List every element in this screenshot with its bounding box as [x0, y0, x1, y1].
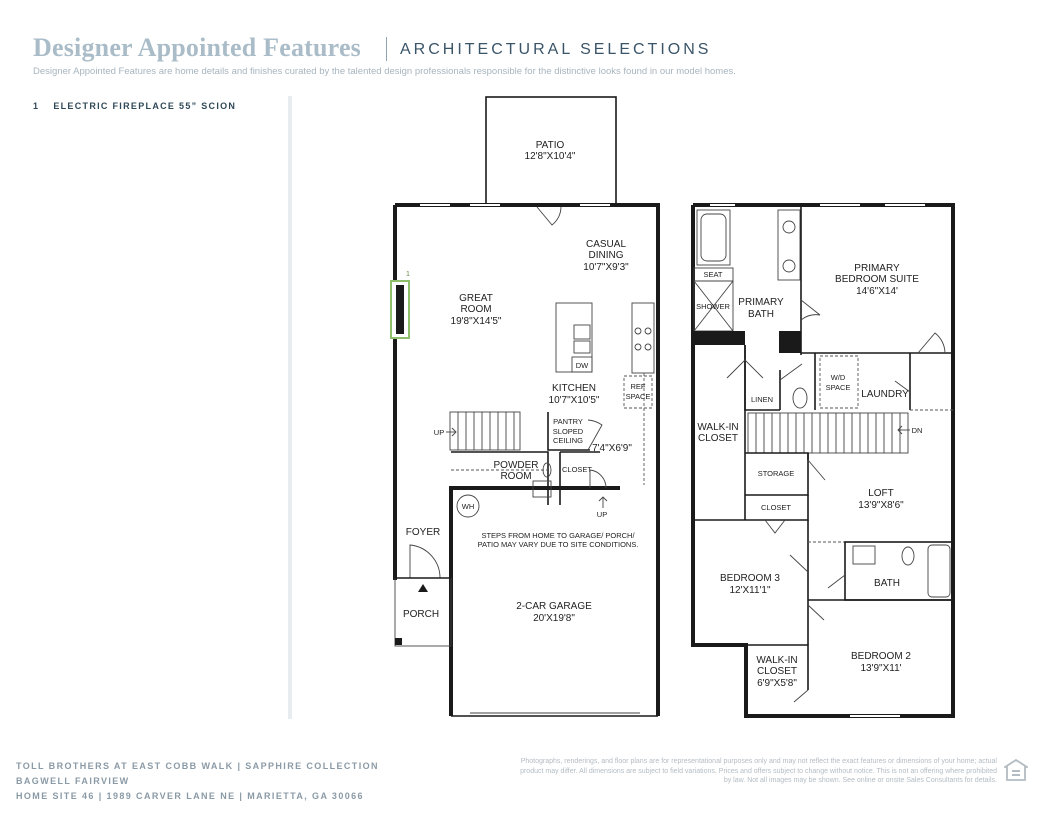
toilet-icon: [542, 462, 552, 478]
room-dims-walkin-closet-b: 6'9"X5'8": [757, 678, 797, 689]
title-divider: [386, 37, 387, 61]
room-label-great-room: GREAT: [459, 293, 493, 304]
footer-line-2: BAGWELL FAIRVIEW: [16, 776, 130, 786]
room-label-bedroom-3: BEDROOM 3: [720, 573, 780, 584]
page-description: Designer Appointed Features are home det…: [33, 66, 736, 77]
seat-label: SEAT: [703, 270, 722, 279]
garage-up-label: UP: [597, 510, 607, 519]
room-label-casual-dining: CASUAL: [586, 239, 626, 250]
second-floor: [691, 203, 955, 718]
room-label-patio: PATIO: [536, 140, 565, 151]
powder-room-walls: [451, 451, 549, 505]
room-label-porch: PORCH: [403, 609, 439, 620]
wd-space-label-2: SPACE: [826, 383, 851, 392]
ref-space-label-2: SPACE: [626, 392, 651, 401]
stairs-up-label: UP: [434, 428, 444, 437]
room-label-casual-dining-2: DINING: [589, 250, 624, 261]
room-label-walkin-closet-b-2: CLOSET: [757, 666, 797, 677]
footer-disclaimer: Photographs, renderings, and floor plans…: [520, 758, 997, 784]
page-subtitle: ARCHITECTURAL SELECTIONS: [400, 41, 712, 58]
bath-outline: [844, 541, 954, 601]
room-label-bedroom-2: BEDROOM 2: [851, 651, 911, 662]
pantry-walls: [547, 412, 590, 451]
second-floor-outer-walls: [691, 203, 955, 718]
equal-housing-icon: [1004, 759, 1028, 781]
bathtub-icon: [696, 209, 731, 266]
room-dims-bedroom-2: 13'9"X11': [860, 663, 901, 674]
shower-label: SHOWER: [696, 302, 730, 311]
sink-icon: [532, 480, 552, 498]
panel-divider: [288, 96, 292, 719]
room-label-primary-bath-2: BATH: [748, 309, 774, 320]
room-label-primary-bath: PRIMARY: [738, 297, 784, 308]
room-dims-casual-dining: 10'7"X9'3": [583, 262, 629, 273]
page-title: Designer Appointed Features: [33, 33, 362, 62]
entry-arrow-icon: [418, 584, 428, 592]
room-dims-loft: 13'9"X8'6": [858, 500, 904, 511]
dishwasher-label: DW: [576, 361, 589, 370]
water-heater-icon: [456, 494, 480, 518]
stairs-first-floor: [446, 411, 521, 451]
garage-note-2: PATIO MAY VARY DUE TO SITE CONDITIONS.: [478, 540, 639, 549]
room-label-kitchen: KITCHEN: [552, 383, 596, 394]
garage-note: STEPS FROM HOME TO GARAGE/ PORCH/: [481, 531, 635, 540]
footer-line-3: HOME SITE 46 | 1989 CARVER LANE NE | MAR…: [16, 791, 364, 801]
storage-label: STORAGE: [758, 469, 795, 478]
pantry-label-3: CEILING: [553, 436, 583, 445]
room-label-walkin-closet-2: CLOSET: [698, 433, 738, 444]
room-dims-kitchen: 10'7"X10'5": [549, 395, 600, 406]
room-label-bath: BATH: [874, 578, 900, 589]
room-label-primary-suite: PRIMARY: [854, 263, 900, 274]
pantry-dims: 7'4"X6'9": [592, 443, 632, 454]
foyer-door-icon: [409, 544, 441, 579]
room-label-great-room-2: ROOM: [460, 304, 491, 315]
vanity-icon: [777, 209, 801, 281]
patio-door-icon: [536, 206, 562, 226]
feature-number: 1: [33, 101, 40, 111]
room-label-powder-room: POWDER: [494, 460, 539, 471]
room-dims-great-room: 19'8"X14'5": [451, 316, 502, 327]
room-label-loft: LOFT: [868, 488, 894, 499]
room-label-walkin-closet-b: WALK-IN: [756, 655, 797, 666]
fireplace-marker: 1: [406, 269, 410, 278]
room-label-closet: CLOSET: [562, 465, 592, 474]
room-label-garage: 2-CAR GARAGE: [516, 601, 592, 612]
pantry-label: PANTRY: [553, 417, 583, 426]
room-dims-patio: 12'8"X10'4": [525, 151, 576, 162]
toilet-icon-2: [792, 387, 808, 409]
room-label-walkin-closet: WALK-IN: [697, 422, 738, 433]
fireplace-icon: [396, 285, 404, 334]
room-dims-garage: 20'X19'8": [533, 613, 575, 624]
wd-space: [819, 355, 859, 409]
footer-line-1: TOLL BROTHERS AT EAST COBB WALK | SAPPHI…: [16, 761, 379, 771]
linen-label: LINEN: [751, 395, 773, 404]
pantry-label-2: SLOPED: [553, 427, 584, 436]
closet-label-2: CLOSET: [761, 503, 791, 512]
stairs-down-label: DN: [912, 426, 923, 435]
room-label-laundry: LAUNDRY: [861, 389, 909, 400]
room-label-foyer: FOYER: [406, 527, 440, 538]
water-heater-label: WH: [462, 502, 475, 511]
footer-community-info: TOLL BROTHERS AT EAST COBB WALK | SAPPHI…: [16, 759, 379, 804]
feature-item[interactable]: 1 ELECTRIC FIREPLACE 55” SCION: [33, 101, 250, 111]
first-floor: 1: [390, 96, 660, 717]
room-label-powder-room-2: ROOM: [500, 471, 531, 482]
room-dims-bedroom-3: 12'X11'1": [729, 585, 771, 596]
ref-space-label: REF: [631, 382, 646, 391]
kitchen-counter: [631, 302, 655, 374]
room-dims-primary-suite: 14'6"X14': [856, 286, 898, 297]
room-label-primary-suite-2: BEDROOM SUITE: [835, 274, 919, 285]
wd-space-label: W/D: [831, 373, 846, 382]
stairs-second-floor: [747, 409, 953, 454]
feature-label: ELECTRIC FIREPLACE 55” SCION: [53, 101, 237, 111]
